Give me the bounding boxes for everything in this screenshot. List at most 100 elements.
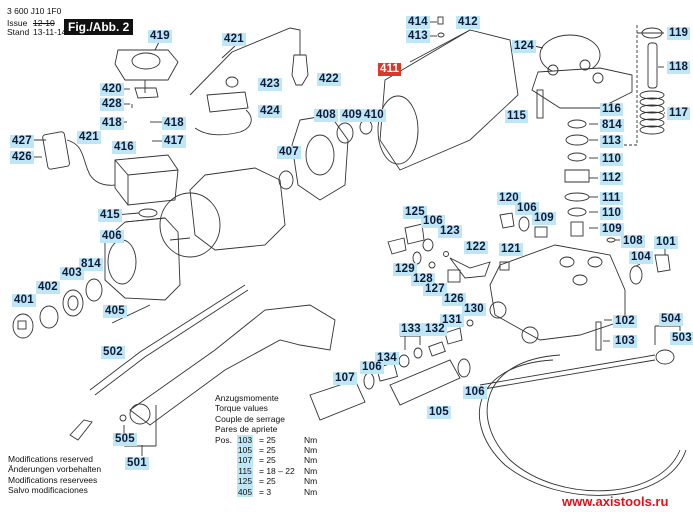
part-label-113[interactable]: 113 [600, 135, 624, 148]
torque-pos: 405 [237, 486, 253, 497]
part-label-409[interactable]: 409 [340, 109, 364, 122]
part-label-101[interactable]: 101 [654, 236, 678, 249]
part-label-502[interactable]: 502 [101, 346, 125, 359]
part-label-401[interactable]: 401 [12, 294, 36, 307]
part-421-cord [189, 27, 301, 96]
part-413-washer [437, 32, 445, 38]
part-label-814a[interactable]: 814 [600, 119, 624, 132]
part-109 [570, 221, 584, 237]
part-label-122[interactable]: 122 [464, 241, 488, 254]
part-label-133[interactable]: 133 [399, 323, 423, 336]
part-label-121[interactable]: 121 [499, 243, 523, 256]
part-label-411[interactable]: 411 [378, 63, 402, 76]
part-label-126[interactable]: 126 [442, 293, 466, 306]
torque-title-en: Torque values [215, 403, 268, 414]
part-label-413[interactable]: 413 [406, 30, 430, 43]
part-label-112[interactable]: 112 [600, 172, 624, 185]
part-label-128[interactable]: 128 [411, 273, 435, 286]
part-401-nut [12, 313, 34, 339]
part-label-120[interactable]: 120 [497, 192, 521, 205]
part-label-129[interactable]: 129 [393, 263, 417, 276]
part-label-125[interactable]: 125 [403, 206, 427, 219]
torque-pos: 107 [237, 455, 253, 466]
part-label-108[interactable]: 108 [621, 235, 645, 248]
part-label-503[interactable]: 503 [670, 332, 693, 345]
part-rotor-stator [159, 167, 286, 258]
part-label-406[interactable]: 406 [100, 230, 124, 243]
part-101-plug [654, 254, 671, 273]
part-label-424[interactable]: 424 [258, 105, 282, 118]
part-label-505[interactable]: 505 [113, 433, 137, 446]
part-label-417[interactable]: 417 [162, 135, 186, 148]
part-label-405[interactable]: 405 [103, 305, 127, 318]
part-label-420[interactable]: 420 [100, 83, 124, 96]
part-label-127[interactable]: 127 [423, 283, 447, 296]
part-label-408[interactable]: 408 [314, 109, 338, 122]
part-label-426[interactable]: 426 [10, 151, 34, 164]
part-label-414[interactable]: 414 [406, 16, 430, 29]
part-label-501[interactable]: 501 [125, 457, 149, 470]
part-416-box [114, 154, 179, 206]
part-label-407[interactable]: 407 [277, 146, 301, 159]
part-label-403[interactable]: 403 [60, 267, 84, 280]
part-label-132[interactable]: 132 [423, 323, 447, 336]
part-label-102[interactable]: 102 [613, 315, 637, 328]
torque-title-fr: Couple de serrage [215, 413, 285, 424]
footer-notes: Modifications reserved Änderungen vorbeh… [8, 454, 101, 495]
part-505-seal [119, 414, 127, 422]
part-label-123[interactable]: 123 [438, 225, 462, 238]
part-label-106a[interactable]: 106 [515, 202, 539, 215]
part-label-105[interactable]: 105 [427, 406, 451, 419]
part-420 [134, 87, 159, 99]
part-label-124[interactable]: 124 [512, 40, 536, 53]
part-label-106b[interactable]: 106 [421, 215, 445, 228]
part-label-103[interactable]: 103 [613, 335, 637, 348]
torque-value: = 3 [259, 486, 272, 497]
part-110 [567, 152, 587, 162]
part-label-119[interactable]: 119 [667, 27, 691, 40]
part-label-422[interactable]: 422 [317, 73, 341, 86]
part-label-118[interactable]: 118 [667, 61, 691, 74]
part-113 [565, 134, 589, 146]
part-label-111[interactable]: 111 [600, 192, 623, 205]
part-label-110b[interactable]: 110 [600, 207, 624, 220]
part-label-117[interactable]: 117 [667, 107, 691, 120]
part-label-418a[interactable]: 418 [100, 117, 124, 130]
part-label-423[interactable]: 423 [258, 78, 282, 91]
torque-pos: 115 [237, 465, 253, 477]
part-label-109b[interactable]: 109 [532, 212, 556, 225]
part-402-washer [39, 305, 59, 329]
part-label-130[interactable]: 130 [462, 303, 486, 316]
part-label-418b[interactable]: 418 [162, 117, 186, 130]
part-116-head [531, 59, 633, 109]
part-gun [129, 304, 336, 426]
part-label-428[interactable]: 428 [100, 98, 124, 111]
part-label-427[interactable]: 427 [10, 135, 34, 148]
part-label-419[interactable]: 419 [148, 30, 172, 43]
part-405-rod [111, 304, 151, 324]
part-label-104[interactable]: 104 [629, 251, 653, 264]
note-fr: Modifications reservees [8, 474, 98, 485]
part-label-410[interactable]: 410 [362, 109, 386, 122]
part-117-spring [639, 90, 665, 135]
part-814-seal-2 [567, 119, 587, 129]
part-label-402[interactable]: 402 [36, 281, 60, 294]
part-label-421[interactable]: 421 [222, 33, 246, 46]
part-label-116[interactable]: 116 [600, 103, 624, 116]
part-label-416[interactable]: 416 [112, 141, 136, 154]
torque-table: Anzugsmomente Torque values Couple de se… [215, 393, 317, 497]
part-424-capacitor [194, 91, 252, 136]
part-label-107[interactable]: 107 [333, 372, 357, 385]
part-label-110a[interactable]: 110 [600, 153, 624, 166]
part-label-115[interactable]: 115 [505, 110, 529, 123]
part-label-412[interactable]: 412 [456, 16, 480, 29]
watermark-link[interactable]: www.axistools.ru [562, 494, 669, 509]
part-label-106d[interactable]: 106 [463, 386, 487, 399]
part-label-814b[interactable]: 814 [79, 258, 103, 271]
part-label-106c[interactable]: 106 [360, 361, 384, 374]
part-label-504[interactable]: 504 [659, 313, 683, 326]
part-label-109a[interactable]: 109 [600, 223, 624, 236]
part-label-421b[interactable]: 421 [77, 131, 101, 144]
part-label-415[interactable]: 415 [98, 209, 122, 222]
